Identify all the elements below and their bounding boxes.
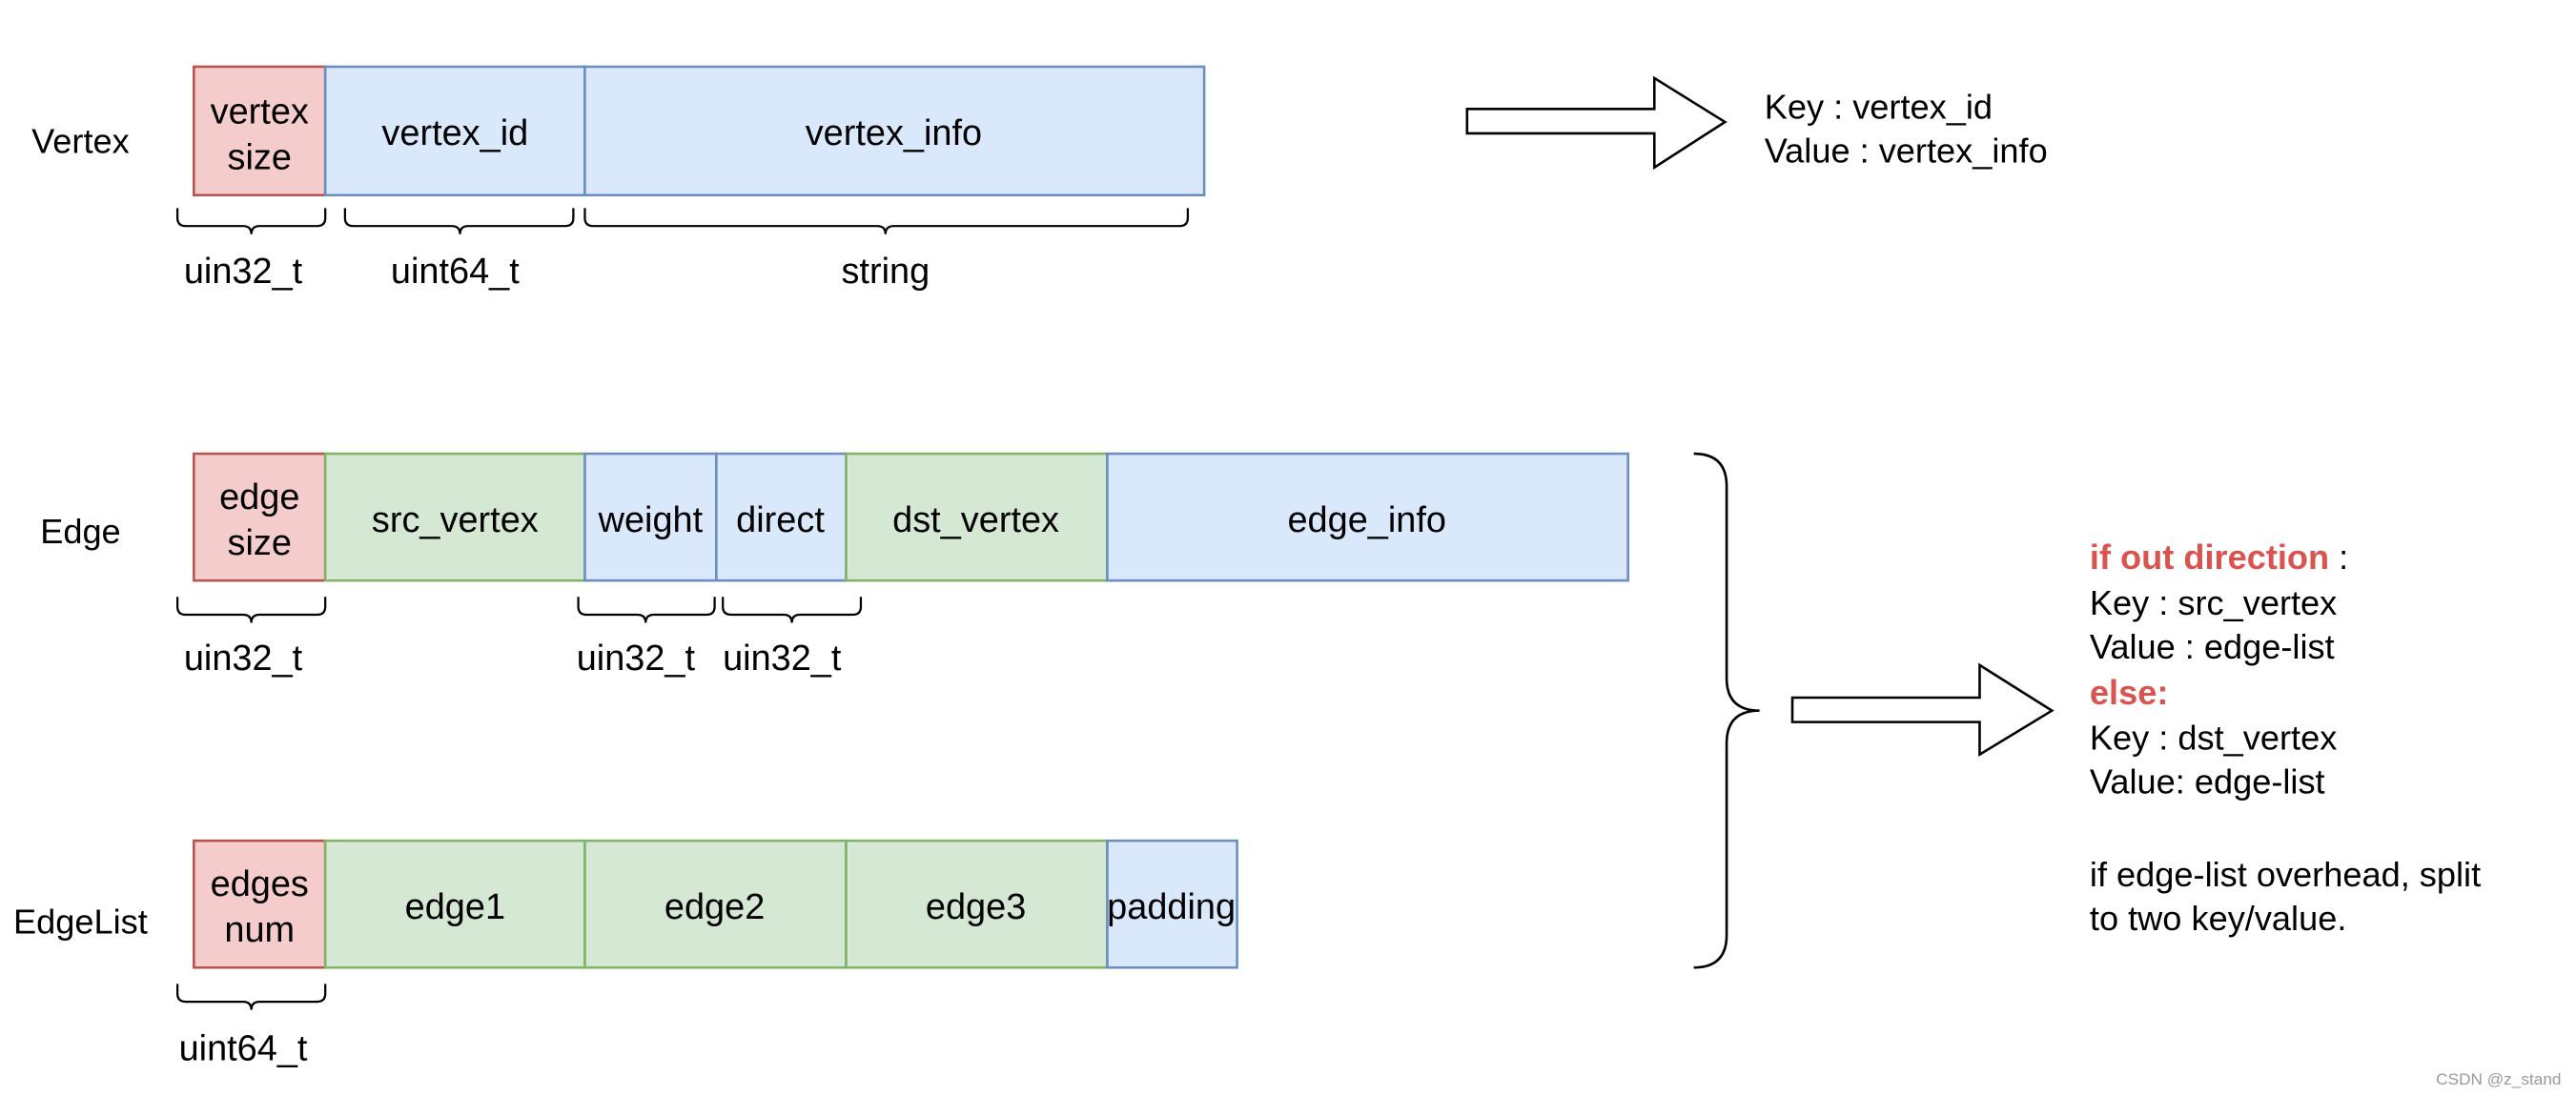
edgelist-edge2-cell [583,839,848,969]
vertex-size-label-2: size [228,137,292,177]
vertex-info-brace [583,208,1190,234]
edge-direct-type: uin32_t [723,638,842,678]
vertex-id-brace [343,208,575,234]
edgelist-num-cell [193,839,327,969]
edge-weight-type: uin32_t [577,638,696,678]
edge-size-label-1: edge [219,477,299,517]
edge-weight-cell [583,452,718,582]
if-direction-colon: : [2329,538,2348,577]
vertex-row-label: Vertex [31,122,130,161]
edge-weight-label: weight [598,499,704,539]
edge-mapping-rule: if out direction : Key : src_vertex Valu… [2090,538,2481,938]
vertex-size-brace [175,208,327,234]
vertex-size-cell [193,65,327,197]
edge-dst-vertex-label: dst_vertex [892,499,1059,539]
vertex-info-type: string [841,251,930,291]
edge-info-label: edge_info [1287,499,1446,539]
vertex-size-type: uin32_t [184,251,303,291]
vertex-value-text: Value : vertex_info [1765,132,2048,171]
edge-info-cell [1106,452,1629,582]
edgelist-num-type: uint64_t [179,1028,308,1068]
edge-size-type: uin32_t [184,638,303,678]
edge-direct-brace [722,597,863,623]
if-direction-label: if out direction [2090,538,2329,577]
overhead-note-line-2: to two key/value. [2090,899,2346,938]
edge-mapping-arrow [1790,662,2055,758]
else-label: else: [2090,673,2168,712]
vertex-info-cell [583,65,1206,197]
edge-size-label-2: size [228,522,292,562]
edgelist-num-label-1: edges [211,863,309,903]
edge-group-brace [1693,452,1760,969]
if-direction-line: if out direction : [2090,538,2348,577]
edgelist-row-label: EdgeList [13,903,148,942]
if-value-text: Value : edge-list [2090,627,2335,666]
edgelist-edge2-label: edge2 [664,886,765,926]
vertex-record: vertex size vertex_id vertex_info [193,65,1206,197]
vertex-size-label-1: vertex [211,91,309,132]
edgelist-padding-label: padding [1107,886,1236,926]
edge-weight-brace [577,597,716,623]
vertex-id-type: uint64_t [391,251,520,291]
else-key-text: Key : dst_vertex [2090,719,2337,758]
vertex-info-label: vertex_info [806,112,982,152]
if-key-text: Key : src_vertex [2090,583,2337,622]
edge-size-brace [175,597,327,623]
edgelist-record: edges num edge1 edge2 edge3 padding [193,839,1238,969]
vertex-mapping-arrow [1465,75,1728,171]
edge-dst-vertex-cell [845,452,1109,582]
watermark: CSDN @z_stand [2436,1069,2561,1088]
edgelist-padding-cell [1106,839,1238,969]
edge-record: edge size src_vertex weight direct dst_v… [193,452,1629,582]
edge-row-label: Edge [40,512,120,551]
overhead-note-line-1: if edge-list overhead, split [2090,855,2481,894]
edgelist-num-brace [175,984,327,1010]
edgelist-edge1-label: edge1 [405,886,505,926]
vertex-id-cell [323,65,586,197]
edgelist-edge3-cell [845,839,1109,969]
edgelist-edge3-label: edge3 [926,886,1026,926]
else-value-text: Value: edge-list [2090,762,2325,801]
vertex-id-label: vertex_id [381,112,528,152]
edge-direct-label: direct [736,499,825,539]
vertex-key-text: Key : vertex_id [1765,88,1993,127]
edge-direct-cell [715,452,848,582]
edgelist-num-label-2: num [224,909,295,949]
edge-src-vertex-cell [323,452,586,582]
edge-src-vertex-label: src_vertex [372,499,539,539]
